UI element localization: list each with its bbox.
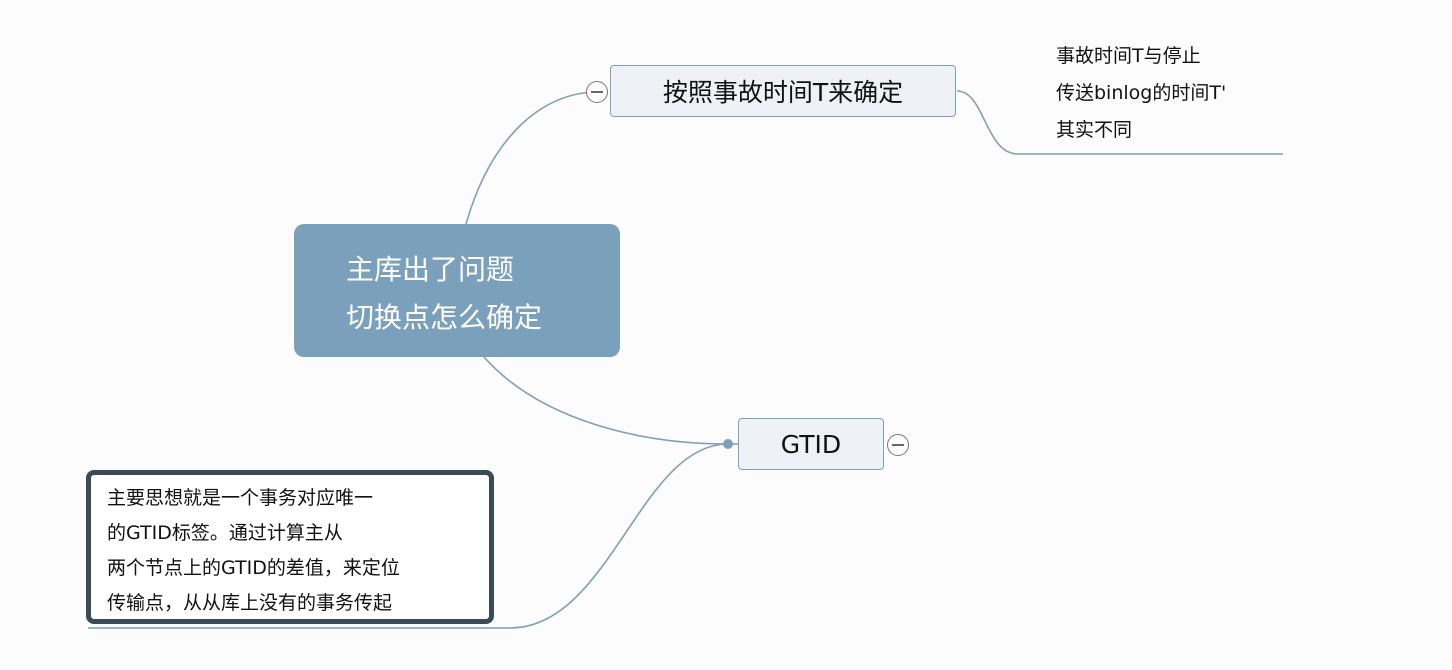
central-topic-line-2: 切换点怎么确定 <box>346 301 543 334</box>
note-accident-time-line-1: 事故时间T与停止 <box>1056 45 1201 67</box>
collapse-icon[interactable] <box>887 434 909 456</box>
connector-topic-1-to-note <box>956 90 1283 155</box>
topic-gtid[interactable]: GTID <box>738 418 884 470</box>
note-gtid-line-4: 传输点，从从库上没有的事务传起 <box>107 592 393 614</box>
topic-accident-time[interactable]: 按照事故时间T来确定 <box>610 65 956 117</box>
note-accident-time-line-2: 传送binlog的时间T' <box>1056 82 1227 104</box>
topic-accident-time-label: 按照事故时间T来确定 <box>662 78 904 107</box>
topic-gtid-label: GTID <box>780 429 842 459</box>
connector-central-to-topic-2 <box>483 356 738 445</box>
note-gtid-line-2: 的GTID标签。通过计算主从 <box>107 522 343 544</box>
note-accident-time: 事故时间T与停止 传送binlog的时间T' 其实不同 <box>1056 38 1286 149</box>
collapse-icon[interactable] <box>586 81 608 103</box>
note-accident-time-line-3: 其实不同 <box>1056 119 1133 141</box>
note-gtid[interactable]: 主要思想就是一个事务对应唯一 的GTID标签。通过计算主从 两个节点上的GTID… <box>86 470 494 624</box>
connector-dot-icon <box>723 439 733 449</box>
central-topic-line-1: 主库出了问题 <box>346 253 515 286</box>
central-topic[interactable]: 主库出了问题 切换点怎么确定 <box>294 224 620 357</box>
note-gtid-line-1: 主要思想就是一个事务对应唯一 <box>107 487 374 509</box>
connector-topic-2-to-note <box>88 443 729 629</box>
connector-central-to-topic-1 <box>465 91 599 225</box>
note-gtid-line-3: 两个节点上的GTID的差值，来定位 <box>107 557 400 579</box>
